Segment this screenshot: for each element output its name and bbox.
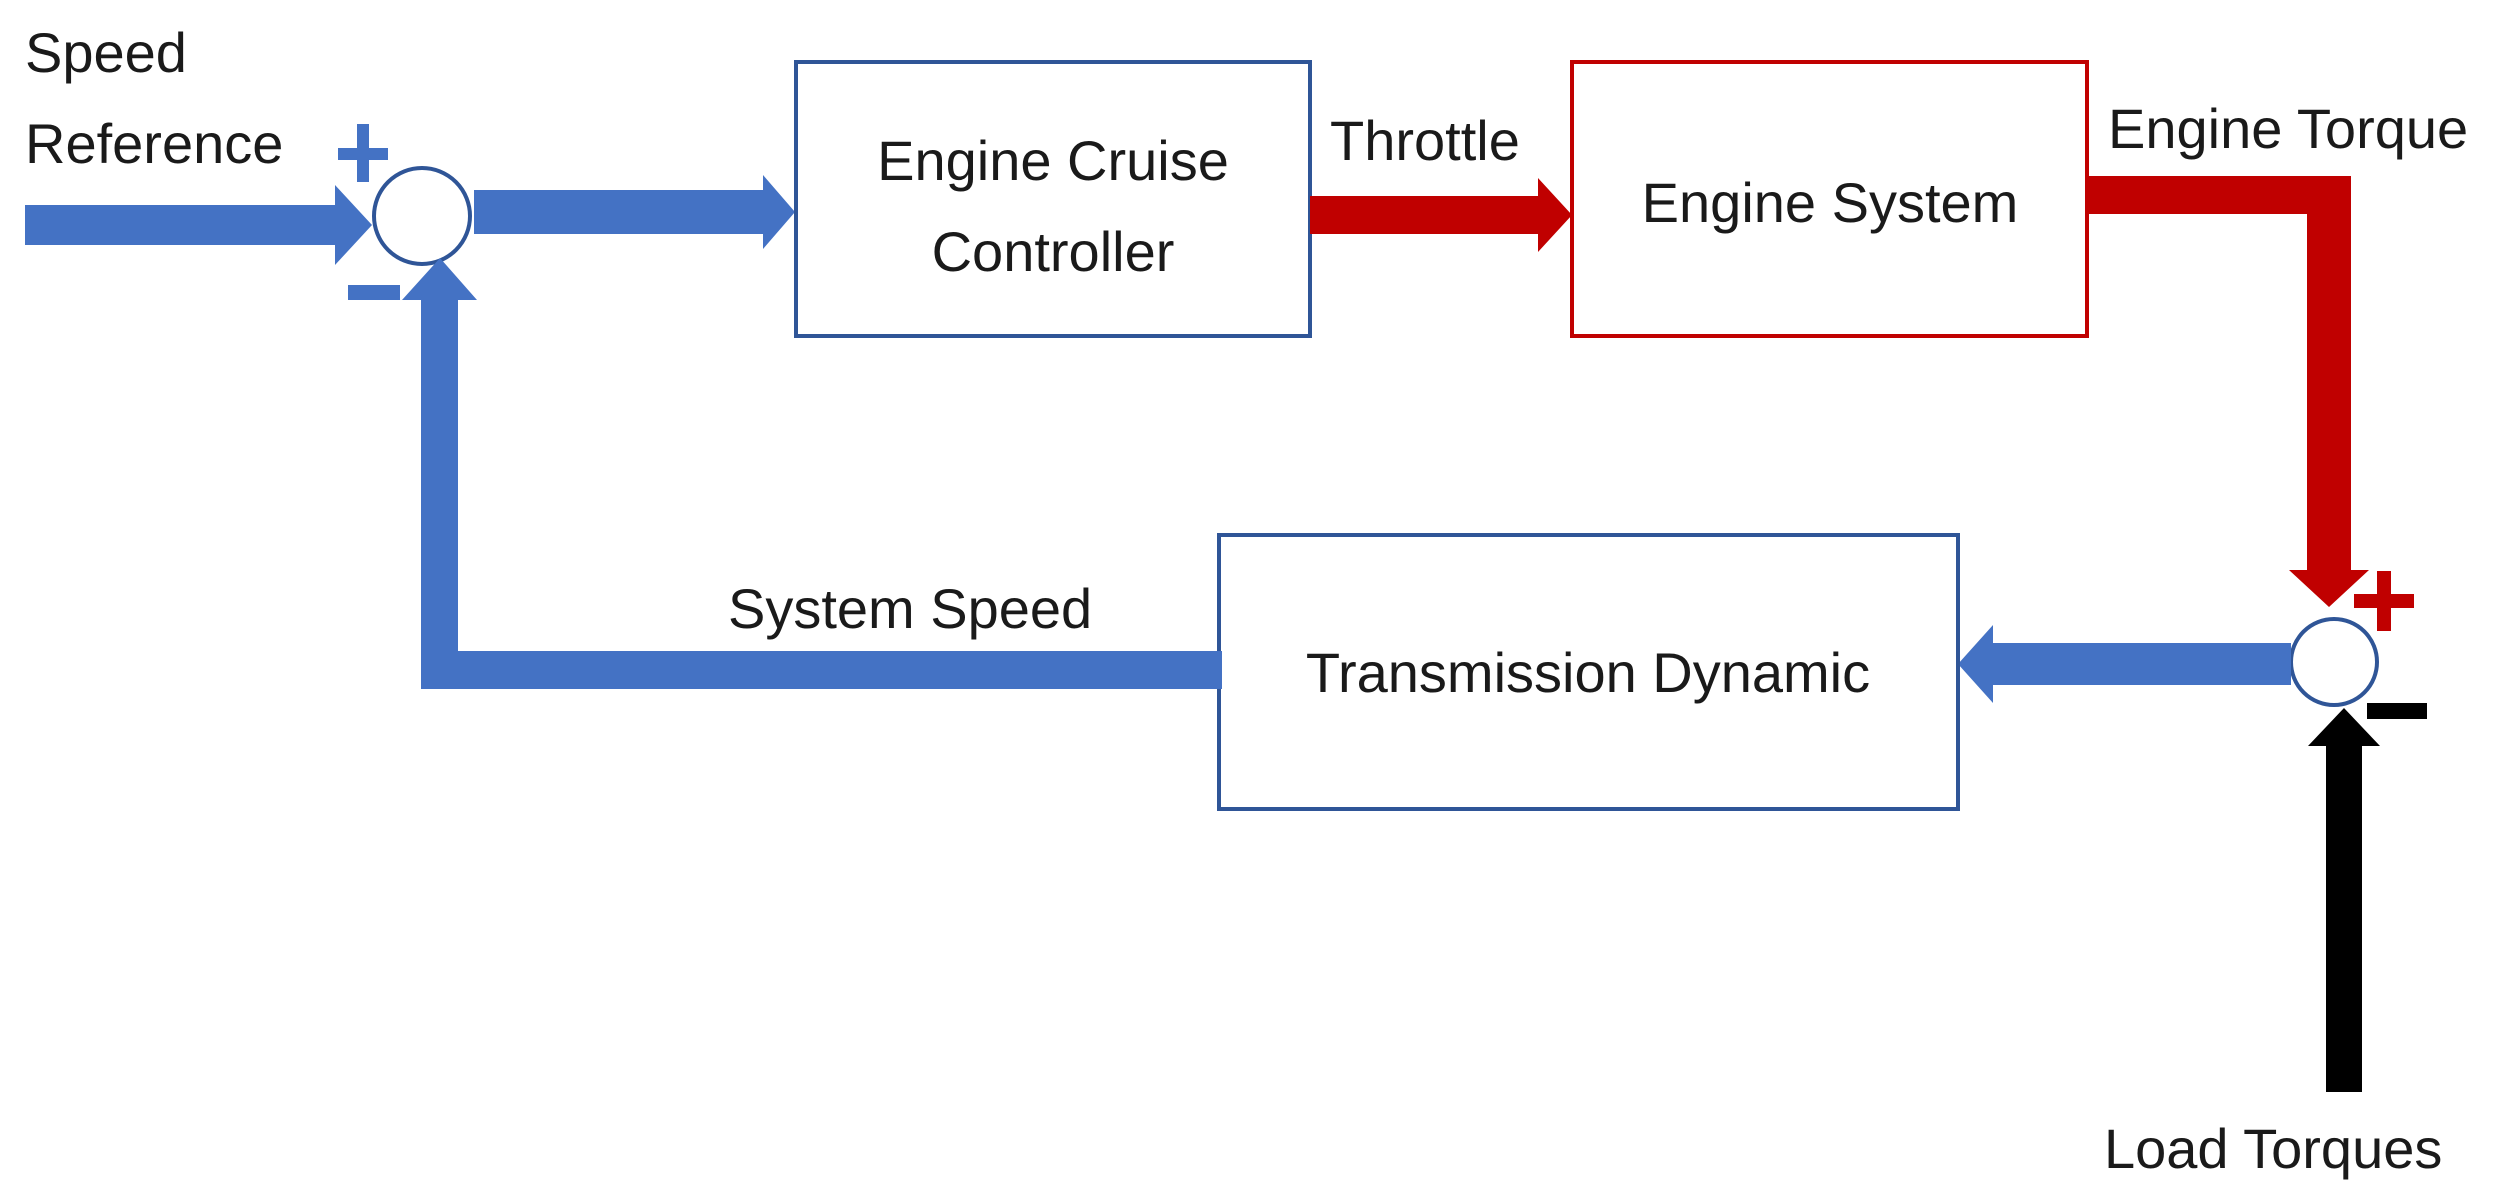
plus-sign-right-vertical (2377, 571, 2391, 631)
engine-torque-arrow (2087, 176, 2369, 607)
engine-cruise-controller-label-line2: Controller (932, 220, 1175, 283)
speed-reference-label-line2: Reference (25, 112, 283, 175)
engine-torque-label: Engine Torque (2108, 97, 2468, 160)
system-speed-label: System Speed (728, 577, 1092, 640)
minus-sign-right (2367, 703, 2427, 719)
load-torques-label: Load Torques (2104, 1117, 2442, 1180)
speed-reference-arrow (25, 185, 372, 265)
net-torque-arrow (1958, 625, 2291, 703)
minus-sign-left (348, 285, 400, 300)
throttle-label: Throttle (1330, 109, 1520, 172)
transmission-dynamic-block (1217, 533, 1960, 811)
error-signal-arrow (474, 175, 795, 249)
speed-reference-label-line1: Speed (25, 21, 187, 84)
summing-junction-right (2289, 617, 2379, 707)
throttle-arrow (1310, 178, 1572, 252)
plus-sign-left-vertical (357, 124, 369, 182)
transmission-dynamic-label: Transmission Dynamic (1306, 641, 1870, 704)
load-torques-arrow (2308, 708, 2380, 1092)
summing-junction-left (372, 166, 472, 266)
engine-system-label: Engine System (1642, 171, 2019, 234)
engine-cruise-controller-label-line1: Engine Cruise (877, 129, 1229, 192)
engine-cruise-controller-block (794, 60, 1312, 338)
